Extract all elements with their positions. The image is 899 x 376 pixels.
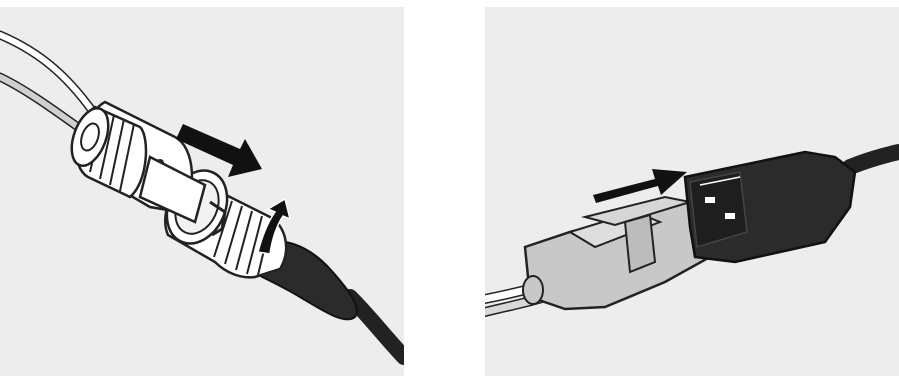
thick-cable: [350, 297, 404, 357]
jack-body: [65, 102, 205, 222]
panel-plug-insert-connector: [485, 7, 899, 376]
grey-plug: [523, 197, 715, 309]
socket-cable: [850, 152, 899, 167]
socket-housing: [685, 152, 855, 262]
panel-twist-lock-connector: [0, 7, 404, 376]
